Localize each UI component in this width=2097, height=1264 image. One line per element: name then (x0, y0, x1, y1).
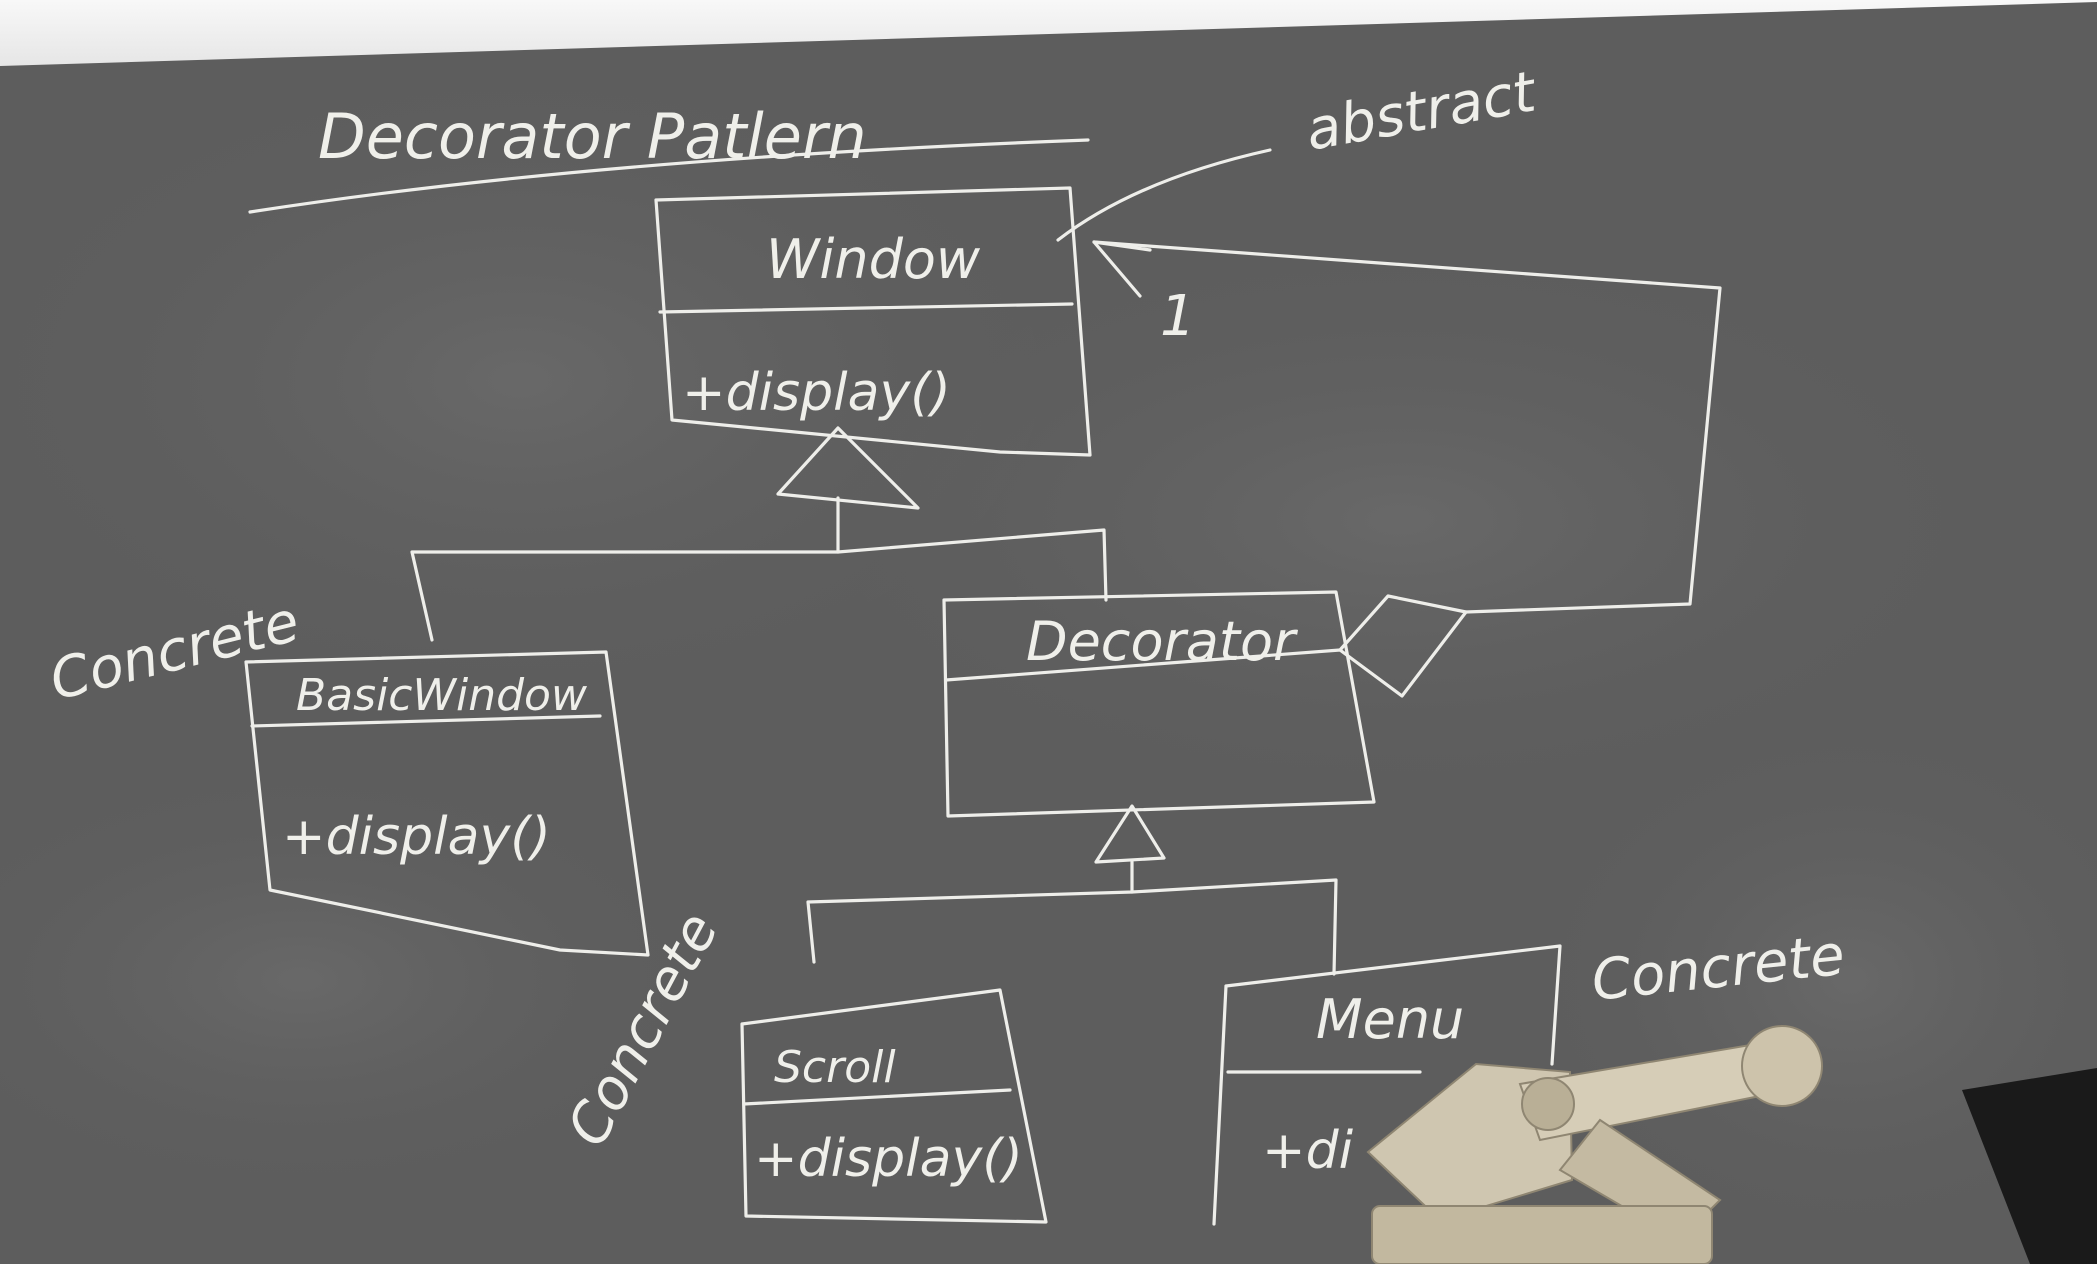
multiplicity-label: 1 (1160, 284, 1196, 349)
board-top-frame (0, 0, 2097, 66)
inheritance-line-decorator (836, 528, 1108, 602)
class-box (740, 988, 1048, 1224)
robot-arm-platform (1371, 1205, 1713, 1264)
inheritance-line-scroll (806, 860, 1134, 964)
class-divider (944, 648, 1342, 682)
class-box (654, 186, 1092, 457)
class-scroll: Scroll +display() (740, 988, 1048, 1224)
class-decorator: Decorator (942, 590, 1376, 818)
class-name: Scroll (774, 1042, 896, 1093)
inheritance-line-menu (1130, 878, 1338, 976)
class-method: +display() (282, 807, 551, 867)
class-window: Window +display() (654, 186, 1092, 457)
eraser-smudge (0, 780, 680, 1180)
eraser-smudge (840, 260, 1960, 780)
class-divider (742, 1088, 1012, 1106)
class-box (942, 590, 1376, 818)
class-name: Window (766, 228, 981, 291)
robot-arm-joint (1741, 1025, 1823, 1107)
class-divider (658, 302, 1074, 314)
class-box (1212, 944, 1562, 1226)
class-name: Decorator (1026, 610, 1298, 673)
class-method: +di (1262, 1121, 1354, 1181)
class-box (244, 650, 650, 957)
class-divider (250, 714, 602, 728)
eraser-smudge (0, 80, 1040, 680)
robot-arm-model (1366, 1025, 1823, 1264)
robot-arm-joint (1521, 1077, 1575, 1131)
aggregation-line (1092, 240, 1722, 614)
inheritance-line-basicwindow (410, 496, 840, 642)
board-eraser (1962, 1068, 2097, 1264)
diagram-title: Decorator Patlern (318, 100, 867, 173)
title-underline (248, 138, 1090, 214)
class-name: Menu (1316, 988, 1464, 1051)
aggregation-arrowhead (1092, 240, 1152, 298)
aggregation-diamond (1338, 594, 1468, 698)
class-method: +display() (754, 1129, 1023, 1189)
inheritance-arrow-window (776, 426, 920, 510)
class-basicwindow: BasicWindow +display() (244, 650, 650, 957)
class-menu: Menu +di (1212, 944, 1562, 1226)
abstract-pointer-line (1056, 148, 1272, 242)
class-name: BasicWindow (296, 670, 588, 721)
class-method: +display() (682, 363, 951, 423)
inheritance-arrow-decorator (1094, 804, 1166, 864)
